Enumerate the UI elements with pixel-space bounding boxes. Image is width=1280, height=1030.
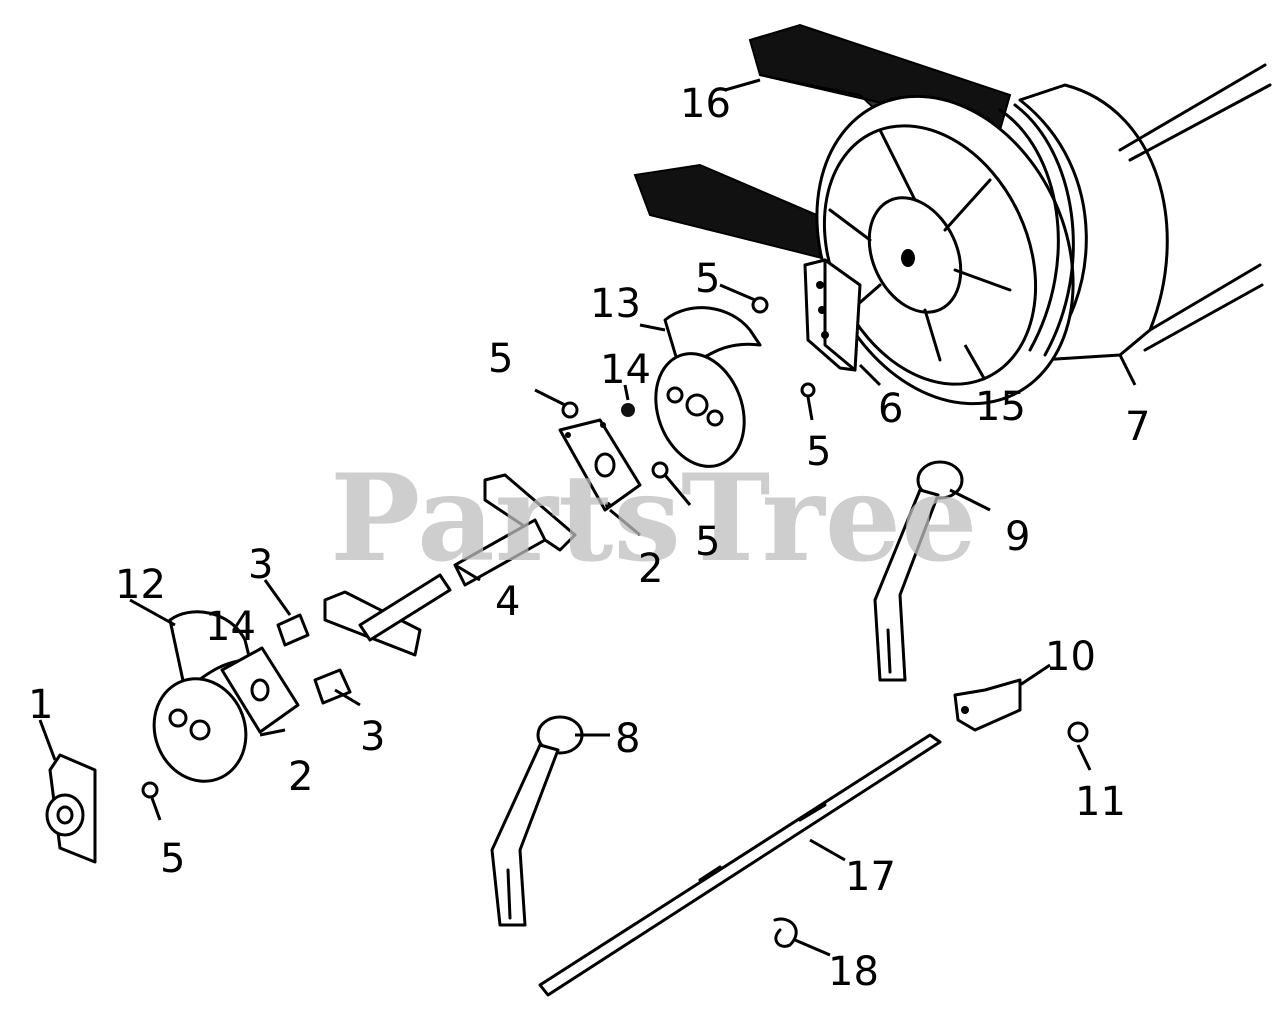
- callout-14-lower: 14: [205, 604, 256, 650]
- callout-9: 9: [1005, 514, 1030, 560]
- callout-13: 13: [590, 281, 641, 327]
- part-1-bearing: [45, 753, 97, 864]
- callout-7: 7: [1125, 404, 1150, 450]
- callout-1: 1: [28, 682, 53, 728]
- part-8-lever: [490, 715, 584, 927]
- part-18-clip: [773, 917, 798, 948]
- part-17-rod: [538, 733, 942, 997]
- callout-12: 12: [115, 562, 166, 608]
- part-6-bracket: [803, 258, 862, 372]
- callout-11: 11: [1075, 779, 1126, 825]
- leader-lines: [38, 78, 1137, 957]
- callout-5-top: 5: [695, 256, 720, 302]
- part-13-flange: [654, 306, 762, 468]
- callout-18: 18: [828, 949, 879, 995]
- callout-2-lower: 2: [288, 754, 313, 800]
- callout-3-lower: 3: [360, 714, 385, 760]
- callout-5-mid: 5: [695, 519, 720, 565]
- callout-16: 16: [680, 81, 731, 127]
- part-4-shaft: [323, 473, 577, 657]
- callout-2-upper: 2: [638, 546, 663, 592]
- callout-5-bracket: 5: [806, 429, 831, 475]
- callout-15: 15: [975, 384, 1026, 430]
- callout-3-upper: 3: [248, 542, 273, 588]
- callout-6: 6: [878, 386, 903, 432]
- callout-10: 10: [1045, 634, 1096, 680]
- callout-5-lower: 5: [160, 836, 185, 882]
- callout-17: 17: [845, 854, 896, 900]
- part-7-shield: [1018, 63, 1272, 362]
- part-10-clip: [953, 678, 1022, 732]
- part-2-plate-upper: [558, 418, 642, 512]
- callout-14-upper: 14: [600, 347, 651, 393]
- callout-5-upper-left: 5: [488, 336, 513, 382]
- belt-lower-run: [633, 163, 842, 262]
- watermark: PartsTree: [330, 448, 977, 589]
- callout-labels: 1 12 14 3 3 2 5 4 5 14 13 5 5 2 5 6 15 7…: [28, 81, 1150, 995]
- part-2-plate-lower: [220, 646, 300, 734]
- part-15-pulley: [815, 94, 1075, 406]
- callout-8: 8: [615, 716, 640, 762]
- part-12-flange: [152, 610, 252, 783]
- callout-4: 4: [495, 579, 520, 625]
